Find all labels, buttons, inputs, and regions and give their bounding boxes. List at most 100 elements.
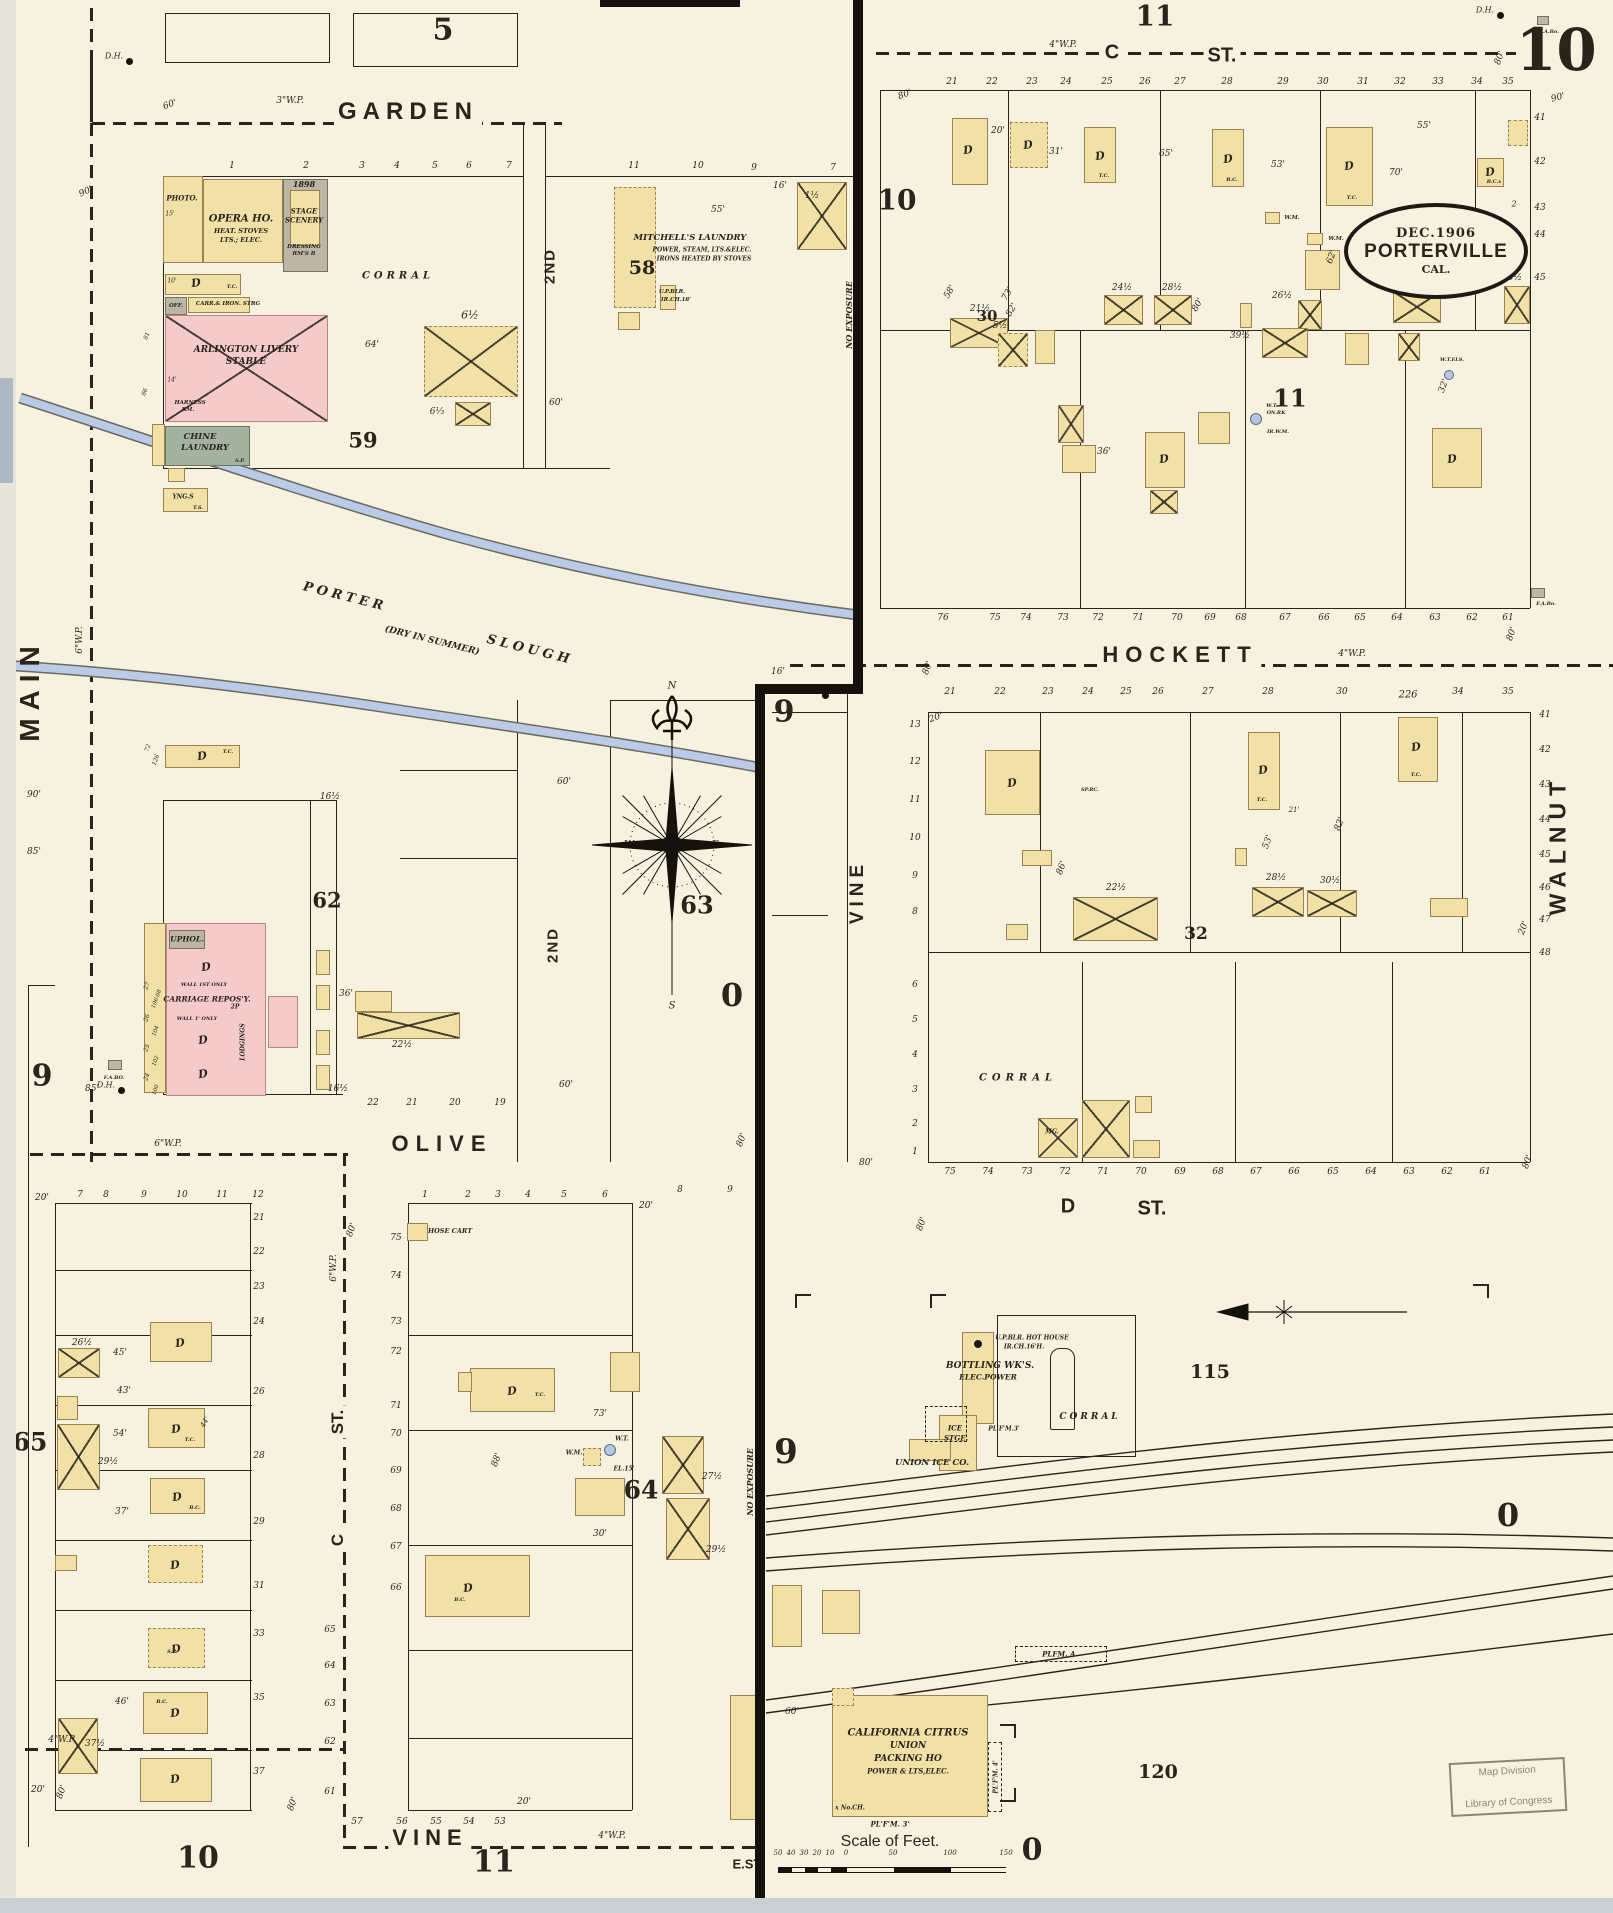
place-label: YNG.S (172, 493, 194, 501)
block-boundary-line (1008, 90, 1009, 330)
hydrant-dot (1497, 12, 1504, 19)
paper-edge-left (0, 0, 16, 1913)
water-pipe-label: 6"W.P. (329, 1254, 339, 1282)
lot-number: 25 (1120, 687, 1132, 697)
lot-number: 69 (1174, 1167, 1186, 1177)
sheet-match-line (755, 684, 765, 1905)
scale-segment (792, 1868, 805, 1872)
dimension-label: 82' (1004, 301, 1020, 319)
building-footprint (316, 950, 330, 975)
lot-number: 65 (1327, 1167, 1339, 1177)
block-number: 115 (1190, 1361, 1230, 1383)
lot-number: 21 (946, 77, 958, 87)
building-footprint (1073, 897, 1158, 941)
lot-number: 68 (390, 1504, 402, 1514)
sheet-match-line (853, 0, 863, 692)
dimension-label: 26½ (71, 1338, 93, 1348)
dimension-label: 53' (1271, 160, 1285, 170)
scale-of-feet-label: Scale of Feet. (840, 1833, 940, 1850)
building-footprint (150, 1322, 212, 1362)
block-number: 65 (12, 1427, 48, 1457)
dwelling-letter: D (197, 1066, 209, 1082)
block-number: 10 (177, 1840, 219, 1876)
block-number: 9 (774, 1432, 798, 1472)
dwelling-letter: D (190, 275, 202, 291)
block-boundary-line (880, 90, 1530, 91)
lot-number: 11 (628, 161, 640, 171)
street-name: ST. (1203, 44, 1241, 68)
scale-tick-label: 50 (773, 1849, 783, 1857)
lot-number: 72 (1092, 613, 1104, 623)
building-footprint (140, 1758, 212, 1802)
place-label: CALIFORNIA CITRUS (847, 1727, 969, 1739)
street-dashed-line (343, 1153, 346, 1847)
dimension-label: 80' (1520, 1153, 1536, 1171)
lot-number: 42 (1539, 745, 1551, 755)
building-footprint (268, 996, 298, 1048)
lot-number: 32 (1394, 77, 1406, 87)
building-footprint (1326, 127, 1373, 206)
building-footprint (316, 1065, 330, 1090)
street-name: C (1100, 41, 1124, 65)
block-boundary-line (400, 858, 517, 859)
dimension-label: 21½ (969, 304, 991, 314)
dimension-label: 20' (639, 1201, 653, 1211)
building-footprint (1262, 328, 1308, 358)
block-boundary-line (163, 176, 523, 177)
building-footprint (1145, 432, 1185, 488)
building-footprint (1022, 850, 1052, 866)
porter-slough-path (0, 659, 764, 774)
street-dashed-line (90, 8, 93, 122)
place-label: PL'F'M. 3' (870, 1819, 910, 1829)
water-pipe-label: 6"W.P. (75, 626, 85, 654)
lot-number: 69 (1204, 613, 1216, 623)
lot-number: 62 (324, 1737, 336, 1747)
building-footprint (822, 1590, 860, 1634)
building-footprint (1038, 1118, 1078, 1158)
lot-number: 11 (909, 795, 921, 805)
place-label: STAGE (290, 206, 318, 216)
block-boundary-line (408, 1203, 632, 1204)
dimension-label: 28½ (1161, 283, 1183, 293)
dimension-label: 37' (115, 1507, 129, 1517)
scale-segment (951, 1868, 1007, 1872)
building-footprint (1504, 286, 1530, 324)
building-footprint (772, 1585, 802, 1647)
lot-number: 53 (494, 1817, 506, 1827)
survey-corner-mark (930, 1294, 946, 1308)
block-number: 59 (348, 427, 378, 453)
place-label: B.C. (189, 1505, 201, 1511)
dimension-label: 80' (1504, 625, 1520, 643)
place-label: LAUNDRY (181, 443, 229, 453)
place-label: CHINE (183, 432, 217, 442)
place-label: T.S. (193, 505, 203, 511)
dimension-label: 22½ (1105, 883, 1127, 893)
building-footprint (407, 1223, 428, 1241)
dimension-label: 32' (1436, 377, 1452, 395)
dimension-label: 36' (339, 989, 353, 999)
dimension-label: 73' (1000, 285, 1016, 303)
place-label: IR.CH.16'H. (1003, 1343, 1045, 1351)
place-label: HEAT. STOVES (213, 227, 269, 235)
lot-number: 30 (1336, 687, 1348, 697)
compass-rose (591, 695, 753, 995)
street-dashed-line (92, 122, 562, 125)
lot-number: 66 (1318, 613, 1330, 623)
place-label: RM. (181, 407, 195, 413)
lot-number: 74 (1020, 613, 1032, 623)
dwelling-letter: D (170, 1641, 182, 1657)
street-dashed-line (876, 52, 1516, 55)
dimension-label: 81 (142, 331, 152, 341)
dimension-label: 60' (785, 1707, 799, 1717)
place-label: U.P.BLR. (658, 289, 686, 295)
lot-number: 24 (1082, 687, 1094, 697)
building-footprint (1235, 848, 1247, 866)
lot-number: 69 (390, 1466, 402, 1476)
dimension-label: 126 (150, 753, 162, 767)
place-label: ELEC.POWER (959, 1372, 1017, 1382)
lot-number: 10 (176, 1190, 188, 1200)
place-label: T.C. (222, 749, 234, 755)
dimension-label: 80' (1190, 296, 1206, 314)
dwelling-letter: D (174, 1335, 186, 1351)
building-footprint (1082, 1100, 1130, 1158)
